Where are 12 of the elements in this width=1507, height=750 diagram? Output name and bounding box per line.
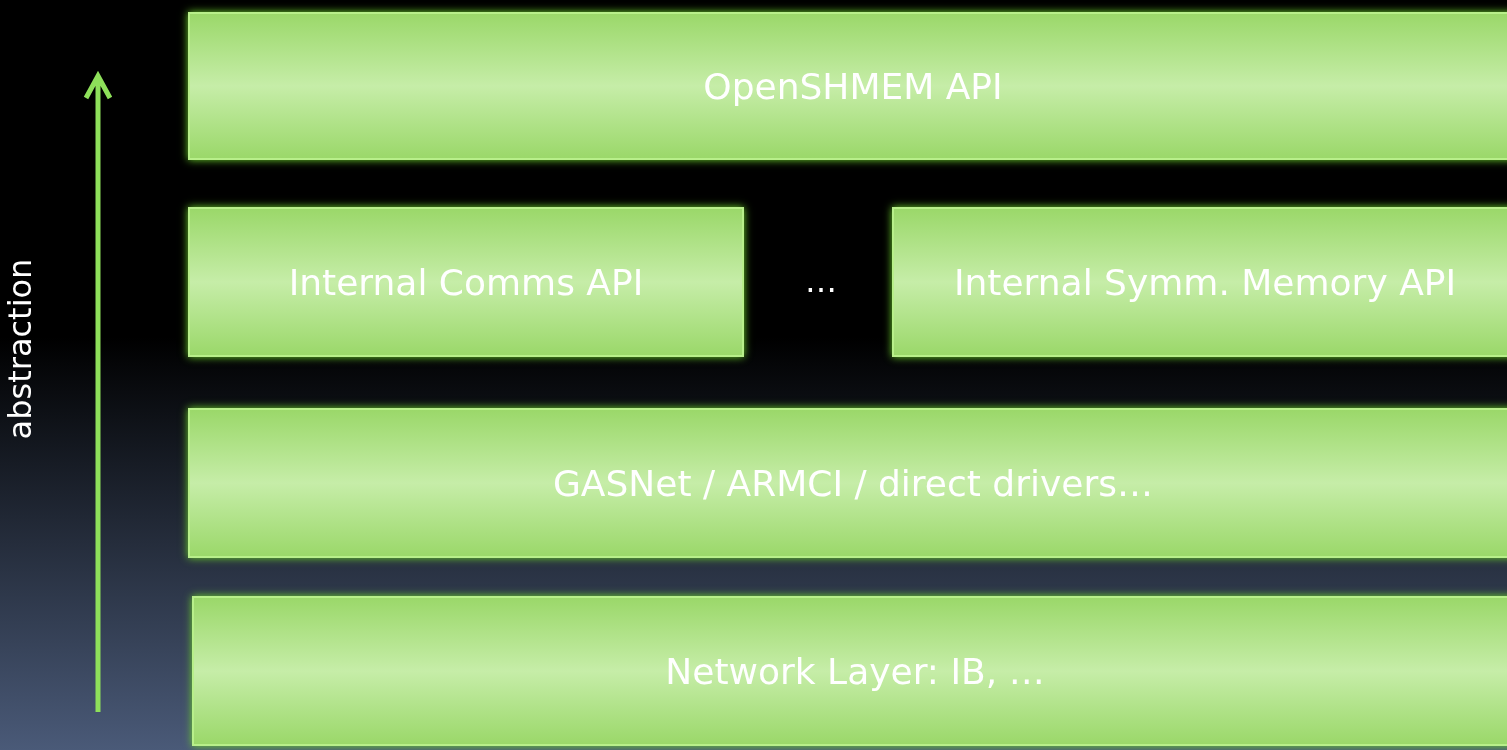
layer-label: Internal Comms API	[288, 261, 644, 303]
layer-box	[892, 207, 1507, 357]
rotated-axis-label: abstraction	[1, 257, 39, 442]
layer-label: OpenSHMEM API	[703, 65, 1003, 107]
layer-label: GASNet / ARMCI / direct drivers…	[552, 462, 1154, 504]
layer-label: Network Layer: IB, …	[665, 650, 1045, 692]
layer-box	[188, 12, 1507, 160]
layer-label: Internal Symm. Memory API	[953, 261, 1457, 303]
layer-box	[188, 408, 1507, 558]
layer-box	[192, 596, 1507, 746]
ellipsis-text: …	[805, 262, 837, 300]
layer-box	[188, 207, 744, 357]
